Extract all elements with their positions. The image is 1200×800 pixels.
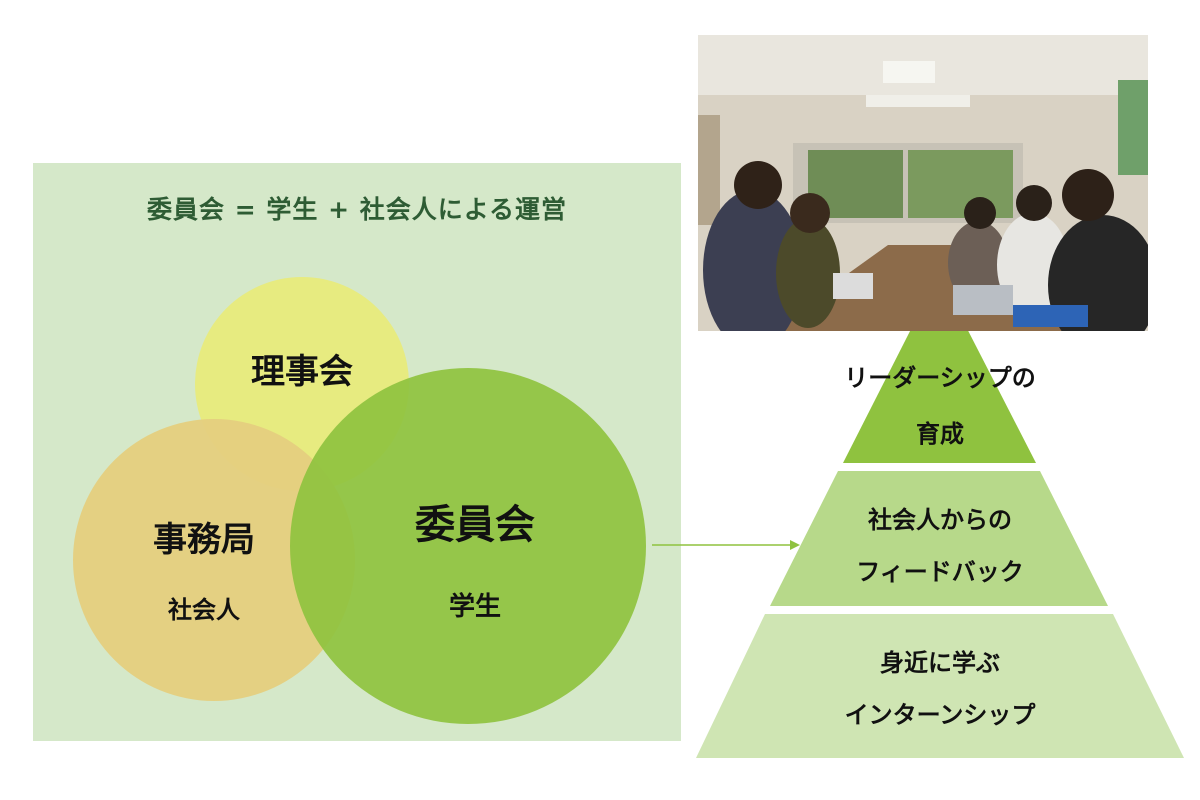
pyramid-bottom-line2: インターンシップ xyxy=(844,701,1036,729)
pyramid-top-line1: リーダーシップの xyxy=(844,364,1036,392)
pyramid-bottom xyxy=(696,614,1184,758)
pyramid-top-line2: 育成 xyxy=(916,420,964,448)
pyramid-middle-line1: 社会人からの xyxy=(868,506,1012,534)
meeting-photo xyxy=(698,35,1148,331)
committee-subtitle: 学生 xyxy=(448,592,501,622)
office-circle xyxy=(73,419,355,701)
office-title: 事務局 xyxy=(153,520,255,560)
pyramid-top xyxy=(843,274,1036,463)
pyramid-middle xyxy=(770,471,1108,606)
headline: 委員会 = 学生 + 社会人による運営 xyxy=(147,195,567,224)
pyramid-bottom-line1: 身近に学ぶ xyxy=(880,649,1000,677)
board-title: 理事会 xyxy=(251,352,353,392)
arrow-head xyxy=(790,540,800,550)
committee-title: 委員会 xyxy=(415,502,535,548)
pyramid-middle-line2: フィードバック xyxy=(856,558,1024,586)
committee-circle xyxy=(290,368,646,724)
office-subtitle: 社会人 xyxy=(168,596,240,624)
